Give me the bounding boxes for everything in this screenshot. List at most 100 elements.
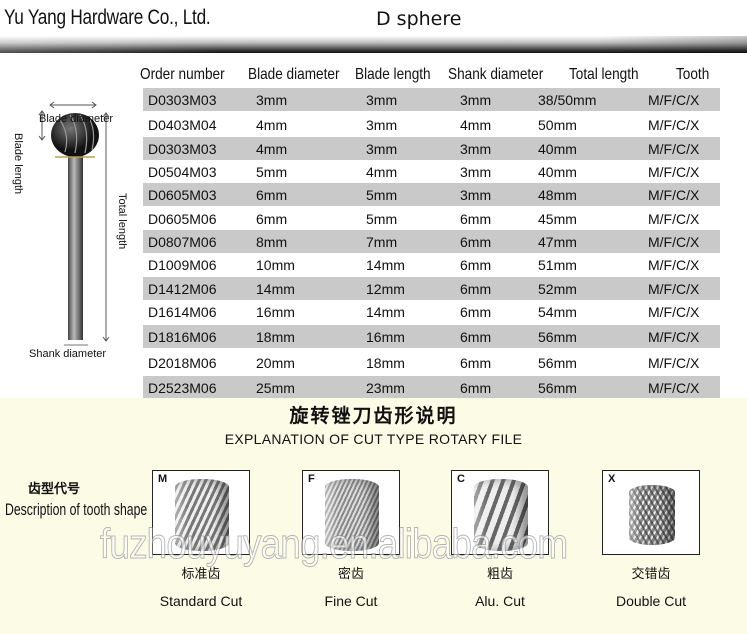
table-row: D2523M06 25mm 23mm 6mm 56mm M/F/C/X [143,376,720,399]
cut-code: X [606,473,618,486]
table-cell: 6mm [460,257,492,273]
table-cell: M/F/C/X [648,304,700,320]
cut-name-cn: 粗齿 [486,567,513,582]
table-cell: 18mm [256,329,295,345]
table-cell: D0303M03 [148,92,217,108]
table-cell: 16mm [366,329,405,345]
table-cell: M/F/C/X [648,355,700,371]
table-cell: 3mm [460,187,492,203]
table-cell: 6mm [460,211,492,227]
table-cell: 47mm [538,234,577,250]
table-cell: 10mm [256,257,295,273]
cut-name-cn: 交错齿 [631,567,671,582]
table-row: D0605M03 6mm 5mm 3mm 48mm M/F/C/X [143,183,720,206]
cut-name-en: Double Cut [615,593,687,609]
table-cell: M/F/C/X [648,234,700,250]
table-cell: 6mm [256,211,288,227]
cut-name-cn: 标准齿 [181,567,221,582]
total-length-label: Total length [116,193,128,250]
blade-diameter-label: Blade diameter [39,113,113,125]
table-cell: M/F/C/X [648,187,700,203]
header-gradient-bar [0,36,747,53]
table-cell: 40mm [538,141,577,157]
product-title: D sphere [376,8,462,30]
table-cell: 4mm [366,164,398,180]
shank-diameter-label: Shank diameter [29,348,107,360]
company-name: Yu Yang Hardware Co., Ltd. [4,6,211,29]
table-cell: 3mm [366,141,398,157]
cut-name-cn: 密齿 [337,567,364,582]
cut-double: X 交错齿 Double Cut [602,470,700,609]
table-cell: 3mm [256,92,288,108]
table-cell: 14mm [366,304,405,320]
tooth-shape-label-en: Description of tooth shape [5,500,148,519]
table-cell: 48mm [538,187,577,203]
column-header: Shank diameter [448,66,544,83]
table-row: D2018M06 20mm 18mm 6mm 56mm M/F/C/X [143,351,720,374]
table-cell: 3mm [366,117,398,133]
table-cell: M/F/C/X [648,281,700,297]
table-cell: 25mm [256,380,295,396]
blade-length-label: Blade length [12,133,24,195]
table-cell: 56mm [538,329,577,345]
cut-standard: M 标准齿 Standard Cut [152,470,250,609]
table-cell: D2018M06 [148,355,217,371]
table-cell: 6mm [460,281,492,297]
sphere-burr-icon [38,101,110,346]
fine-cut-image: F [302,470,400,555]
table-cell: M/F/C/X [648,380,700,396]
table-cell: 3mm [366,92,398,108]
table-cell: D0605M06 [148,211,217,227]
table-cell: M/F/C/X [648,141,700,157]
table-cell: 20mm [256,355,295,371]
cut-type-section: 旋转锉刀齿形说明 EXPLANATION OF CUT TYPE ROTARY … [0,398,747,634]
table-cell: 23mm [366,380,405,396]
table-cell: 6mm [460,355,492,371]
table-cell: M/F/C/X [648,164,700,180]
table-cell: D0303M03 [148,141,217,157]
table-cell: D1614M06 [148,304,217,320]
table-cell: 6mm [256,187,288,203]
tool-diagram: Blade diameter Blade length Total length… [0,95,140,375]
table-cell: 6mm [460,380,492,396]
table-cell: 3mm [460,92,492,108]
tooth-shape-label-cn: 齿型代号 [28,482,81,497]
cut-alu: C 粗齿 Alu. Cut [451,470,549,609]
column-header: Blade length [355,66,431,83]
table-cell: D1816M06 [148,329,217,345]
table-cell: D1412M06 [148,281,217,297]
section-title-cn: 旋转锉刀齿形说明 [289,405,458,427]
table-cell: 16mm [256,304,295,320]
table-cell: D1009M06 [148,257,217,273]
table-cell: 56mm [538,355,577,371]
table-cell: 56mm [538,380,577,396]
cut-code: F [306,473,317,486]
table-cell: 4mm [256,117,288,133]
table-cell: M/F/C/X [648,92,700,108]
standard-cut-image: M [152,470,250,555]
table-cell: M/F/C/X [648,257,700,273]
table-cell: 54mm [538,304,577,320]
table-cell: 45mm [538,211,577,227]
table-cell: 50mm [538,117,577,133]
column-header: Tooth [676,66,710,83]
table-cell: 5mm [256,164,288,180]
cut-code: C [455,473,467,486]
table-cell: 7mm [366,234,398,250]
table-cell: D2523M06 [148,380,217,396]
cut-fine: F 密齿 Fine Cut [302,470,400,609]
alu-cut-image: C [451,470,549,555]
table-cell: 5mm [366,187,398,203]
table-cell: 18mm [366,355,405,371]
table-cell: D0605M03 [148,187,217,203]
watermark: fuzhouyuyang.en.alibaba.com [100,520,569,567]
column-header: Blade diameter [248,66,340,83]
